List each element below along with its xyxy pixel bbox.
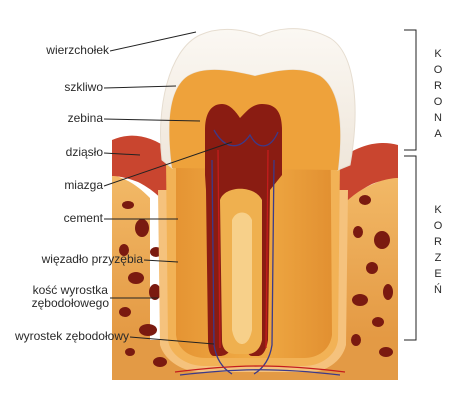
section-brackets	[404, 29, 417, 341]
label-enamel: szkliwo	[64, 80, 103, 94]
crown-letter: K	[434, 48, 442, 60]
label-cementum: cement	[63, 211, 103, 225]
label-bone-line2: zębodołowego	[31, 296, 109, 310]
section-root: K O R Z E Ń	[432, 202, 444, 298]
root-letter: Ń	[434, 284, 442, 296]
label-pulp: miazga	[64, 178, 103, 192]
crown-letter: O	[433, 64, 443, 76]
crown-letter: O	[433, 96, 443, 108]
vessels	[174, 129, 346, 376]
label-ligament: więzadło przyzębia	[41, 252, 143, 266]
section-crown: K O R O N A	[432, 46, 444, 142]
root-letter: R	[434, 236, 442, 248]
crown-letter: R	[434, 80, 442, 92]
root-letter: K	[434, 204, 442, 216]
root-letter: O	[433, 220, 443, 232]
label-bone: kość wyrostka zębodołowego	[32, 284, 109, 310]
leader-lines	[103, 31, 233, 345]
crown-letter: N	[434, 112, 442, 124]
root-letter: Z	[434, 252, 442, 264]
label-gum: dziąsło	[65, 145, 103, 159]
label-apex: wierzchołek	[46, 43, 109, 57]
crown-letter: A	[434, 128, 442, 140]
label-process: wyrostek zębodołowy	[14, 329, 129, 343]
label-dentin: zebina	[67, 111, 103, 125]
gum-right	[336, 142, 398, 212]
label-bone-line1: kość wyrostka	[32, 283, 108, 297]
root-letter: E	[434, 268, 442, 280]
inter-canal-highlight	[232, 212, 252, 344]
